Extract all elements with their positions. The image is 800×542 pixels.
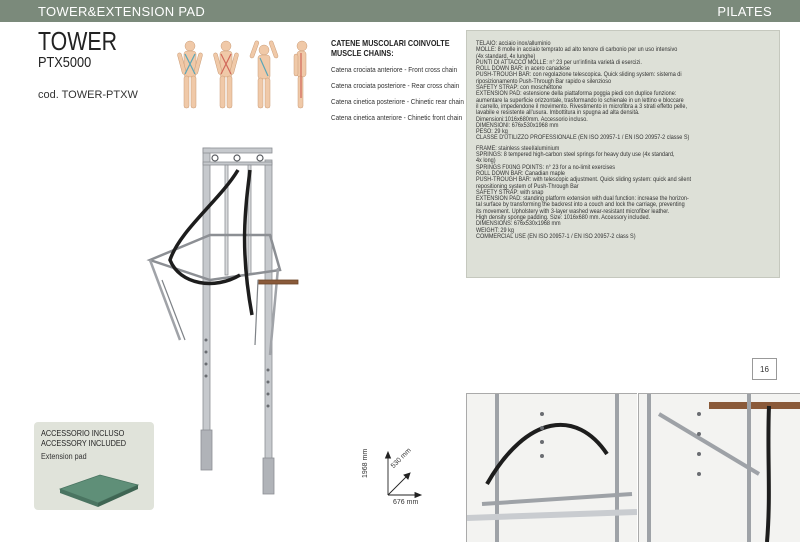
accessory-name: Extension pad xyxy=(41,452,87,461)
muscle-chain-item: Catena cinetica anteriore - Chinetic fro… xyxy=(331,113,463,122)
figure-front xyxy=(177,40,203,109)
accessory-label-it: ACCESSORIO INCLUSO xyxy=(41,428,125,438)
muscle-chain-item: Catena cinetica posteriore - Chinetic re… xyxy=(331,97,464,106)
spec-line: aumentare la superficie orizzontale, tra… xyxy=(476,96,684,104)
header-right-title: PILATES xyxy=(717,3,772,19)
spec-line: Dimensioni:1016x680mm. Accessorio inclus… xyxy=(476,115,588,123)
extension-pad-image xyxy=(58,474,140,507)
spec-line: EXTENSION PAD: estensione della piattafo… xyxy=(476,90,677,98)
muscle-chain-item: Catena crociata anteriore - Front cross … xyxy=(331,65,458,74)
muscle-chains: CATENE MUSCOLARI COINVOLTE MUSCLE CHAINS… xyxy=(331,38,471,122)
spec-line: CLASSE D'UTILIZZO PROFESSIONALE (EN ISO … xyxy=(476,134,690,142)
dimension-diagram xyxy=(384,450,423,499)
spec-line: High density sponge padding. Size: 1016x… xyxy=(476,214,651,222)
spec-line: SAFETY STRAP: with snap xyxy=(476,188,544,196)
spec-line: FRAME: stainless steel/aluminium xyxy=(476,144,560,152)
accessory-label-en: ACCESSORY INCLUDED xyxy=(41,438,127,448)
spec-line: SPRINGS: 8 tempered high-carbon steel sp… xyxy=(476,151,675,159)
product-model: PTX5000 xyxy=(38,54,92,71)
muscle-chains-heading-en: MUSCLE CHAINS: xyxy=(331,48,394,58)
spec-line: PUSH-TROUGH BAR: with telescopic adjustm… xyxy=(476,176,692,184)
spec-line: tal surface by transforming the backrest… xyxy=(476,201,685,209)
figure-arms-up xyxy=(249,40,279,109)
spec-line: its movement. Upholstery with 3-layer wa… xyxy=(476,207,670,215)
spec-line: PUSH-TROUGH BAR: con regolazione telesco… xyxy=(476,71,682,79)
spec-line: riposizionamento Push-Through Bar rapido… xyxy=(476,77,612,85)
spec-line: PUNTI DI ATTACCO MOLLE: n° 23 per un'inf… xyxy=(476,58,642,66)
spec-line: DIMENSIONS: 676x530x1968 mm xyxy=(476,220,561,228)
spec-line: (4x standard, 4x lunghe) xyxy=(476,52,536,60)
figure-back xyxy=(213,40,239,109)
dimension-width: 676 mm xyxy=(393,499,419,506)
muscle-chain-figures xyxy=(177,40,308,109)
spec-line: SPRINGS FIXING POINTS: n° 23 for a no-li… xyxy=(476,163,616,171)
header-banner: TOWER&EXTENSION PAD PILATES xyxy=(0,0,800,22)
figure-side xyxy=(293,40,308,109)
spec-line: COMMERCIAL USE (EN ISO 20957-1 / EN ISO … xyxy=(476,232,636,240)
spec-line: ROLL DOWN BAR: in acero canadese xyxy=(476,65,570,73)
product-name: TOWER xyxy=(38,26,117,56)
spec-line: ROLL DOWN BAR: Canadian maple xyxy=(476,169,565,177)
spec-line: TELAIO: acciaio inox/alluminio xyxy=(476,40,551,47)
page-number: 16 xyxy=(752,358,777,380)
spec-line: il carrello, impedendone il movimento. R… xyxy=(476,102,687,110)
spec-line: SAFETY STRAP: con moschettone xyxy=(476,84,563,92)
spec-line: DIMENSIONI: 676x530x1968 mm xyxy=(476,121,559,129)
product-code: cod. TOWER-PTXW xyxy=(38,89,138,101)
spec-line: MOLLE: 8 molle in acciaio temprato ad al… xyxy=(476,46,678,54)
muscle-chain-item: Catena crociata posteriore - Rear cross … xyxy=(331,81,460,90)
detail-photo-2 xyxy=(638,393,800,542)
spec-line: 4x long) xyxy=(476,157,496,165)
header-left-title: TOWER&EXTENSION PAD xyxy=(38,3,206,19)
spec-line: PESO: 29 kg xyxy=(476,128,508,136)
tower-illustration xyxy=(146,147,299,495)
detail-photo-1 xyxy=(466,393,637,542)
spec-line: repositioning system of Push-Through Bar xyxy=(476,182,579,190)
dimension-height: 1968 mm xyxy=(362,448,369,478)
muscle-chains-heading-it: CATENE MUSCOLARI COINVOLTE xyxy=(331,38,450,48)
spec-line: lavabile e resistente all'usura. Imbotti… xyxy=(476,109,640,117)
spec-line: EXTENSION PAD: standing platform extensi… xyxy=(476,195,689,203)
spec-line: WEIGHT: 29 kg xyxy=(476,226,514,234)
